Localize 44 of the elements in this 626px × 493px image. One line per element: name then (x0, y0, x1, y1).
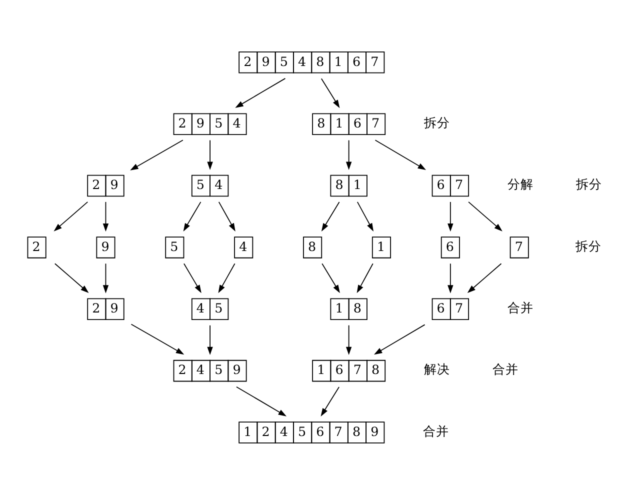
arrow (448, 201, 454, 232)
arrow (235, 77, 286, 108)
arrow (346, 139, 352, 170)
arrow (54, 262, 89, 293)
arrow (130, 139, 184, 170)
arrow (218, 201, 236, 231)
arrow (356, 201, 374, 231)
label: 拆分 (575, 238, 602, 253)
node-box: 9 (96, 236, 116, 258)
arrow (236, 386, 287, 416)
arrow (467, 262, 502, 293)
arrow (183, 201, 202, 231)
arrow (207, 324, 213, 354)
arrow (184, 262, 202, 293)
node-box: 4 (234, 236, 254, 258)
arrow (54, 201, 88, 231)
node-box: 2 (27, 236, 46, 258)
arrow (468, 201, 502, 231)
arrow (321, 201, 340, 231)
arrow (374, 324, 426, 354)
arrow (448, 262, 454, 293)
arrow (218, 262, 236, 293)
arrow (130, 323, 184, 354)
arrow (207, 139, 213, 170)
node-box: 7 (510, 236, 529, 258)
arrow (102, 262, 109, 293)
label: 合并 (492, 361, 519, 376)
label: 拆分 (576, 176, 602, 192)
arrow (320, 386, 340, 416)
node-box: 6 (440, 236, 460, 258)
arrow (356, 262, 374, 293)
arrow (322, 262, 340, 293)
label: 解决 (424, 361, 450, 376)
node-box: 1 (372, 236, 391, 258)
node-box: 5 (165, 236, 184, 258)
label: 拆分 (424, 114, 450, 130)
label: 分解 (507, 176, 534, 192)
arrow (374, 139, 426, 170)
label: 合并 (507, 300, 534, 315)
label: 合并 (422, 422, 449, 438)
arrow (320, 78, 340, 108)
arrow (346, 324, 352, 354)
arrow (102, 201, 109, 232)
node-box: 8 (303, 236, 322, 258)
